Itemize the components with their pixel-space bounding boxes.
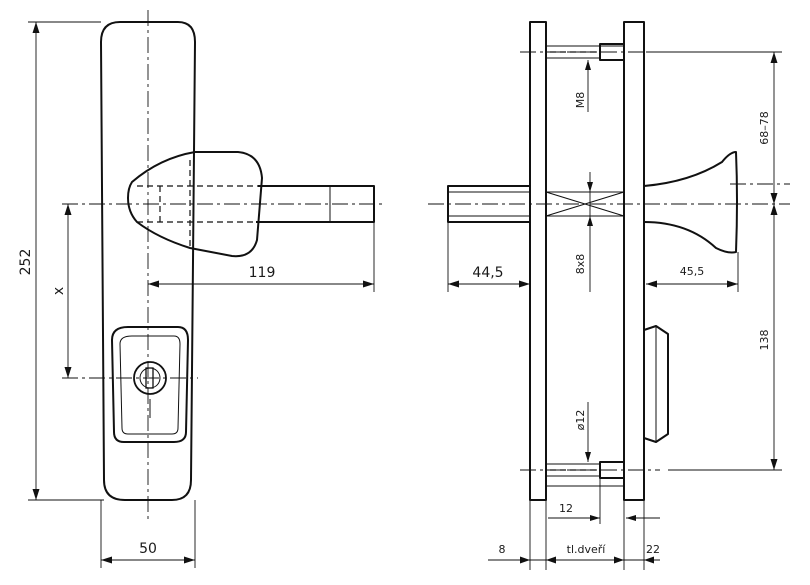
dimension-label-50: 50 bbox=[139, 541, 157, 557]
arrow bbox=[770, 52, 778, 63]
cylinder-cover-outer bbox=[111, 326, 189, 443]
dimension-label-45-5: 45,5 bbox=[680, 265, 705, 278]
inner-rose bbox=[643, 325, 669, 443]
arrow bbox=[546, 556, 556, 564]
dimension-label-138: 138 bbox=[758, 330, 771, 351]
arrow bbox=[101, 556, 112, 564]
arrow bbox=[590, 515, 600, 521]
bottom-screw-shank bbox=[545, 463, 601, 477]
dimension-label-44-5: 44,5 bbox=[472, 265, 503, 281]
front-view: 252 x 119 50 bbox=[18, 10, 386, 568]
arrow bbox=[64, 367, 72, 378]
arrow bbox=[32, 489, 40, 500]
arrow bbox=[727, 280, 738, 288]
inner-handle bbox=[643, 151, 738, 254]
arrow bbox=[148, 280, 159, 288]
cylinder-cover-inner bbox=[119, 335, 181, 435]
dimension-label-x: x bbox=[51, 287, 67, 295]
arrow bbox=[519, 280, 530, 288]
arrow bbox=[184, 556, 195, 564]
dimension-label-door-thickness: tl.dveří bbox=[567, 543, 607, 556]
dimension-label-252: 252 bbox=[18, 249, 34, 276]
side-view: M8 8x8 ø12 44,5 45,5 68–78 138 bbox=[428, 21, 790, 570]
arrow bbox=[626, 515, 636, 521]
label-m8: M8 bbox=[574, 92, 587, 109]
dimension-label-68-78: 68–78 bbox=[758, 111, 771, 145]
dimension-label-22: 22 bbox=[646, 543, 660, 556]
inner-plate bbox=[623, 21, 645, 501]
arrow bbox=[770, 193, 778, 204]
dimension-label-119: 119 bbox=[249, 265, 276, 281]
arrow bbox=[614, 556, 624, 564]
dimension-label-8: 8 bbox=[499, 543, 506, 556]
arrow bbox=[587, 182, 593, 192]
label-8x8: 8x8 bbox=[574, 254, 587, 275]
arrow bbox=[32, 22, 40, 33]
arrow bbox=[363, 280, 374, 288]
arrow bbox=[587, 216, 593, 226]
arrow bbox=[770, 204, 778, 215]
arrow bbox=[520, 556, 530, 564]
arrow bbox=[646, 280, 657, 288]
dimension-label-12: 12 bbox=[559, 502, 573, 515]
top-screw-shank bbox=[545, 45, 601, 59]
handle-body bbox=[127, 151, 263, 258]
arrow bbox=[644, 556, 654, 564]
arrow bbox=[448, 280, 459, 288]
arrow bbox=[585, 60, 591, 70]
outer-plate bbox=[529, 21, 547, 501]
arrow bbox=[64, 204, 72, 215]
label-d12: ø12 bbox=[574, 410, 587, 431]
arrow bbox=[770, 459, 778, 470]
arrow bbox=[585, 452, 591, 462]
escutcheon-plate bbox=[100, 21, 196, 501]
